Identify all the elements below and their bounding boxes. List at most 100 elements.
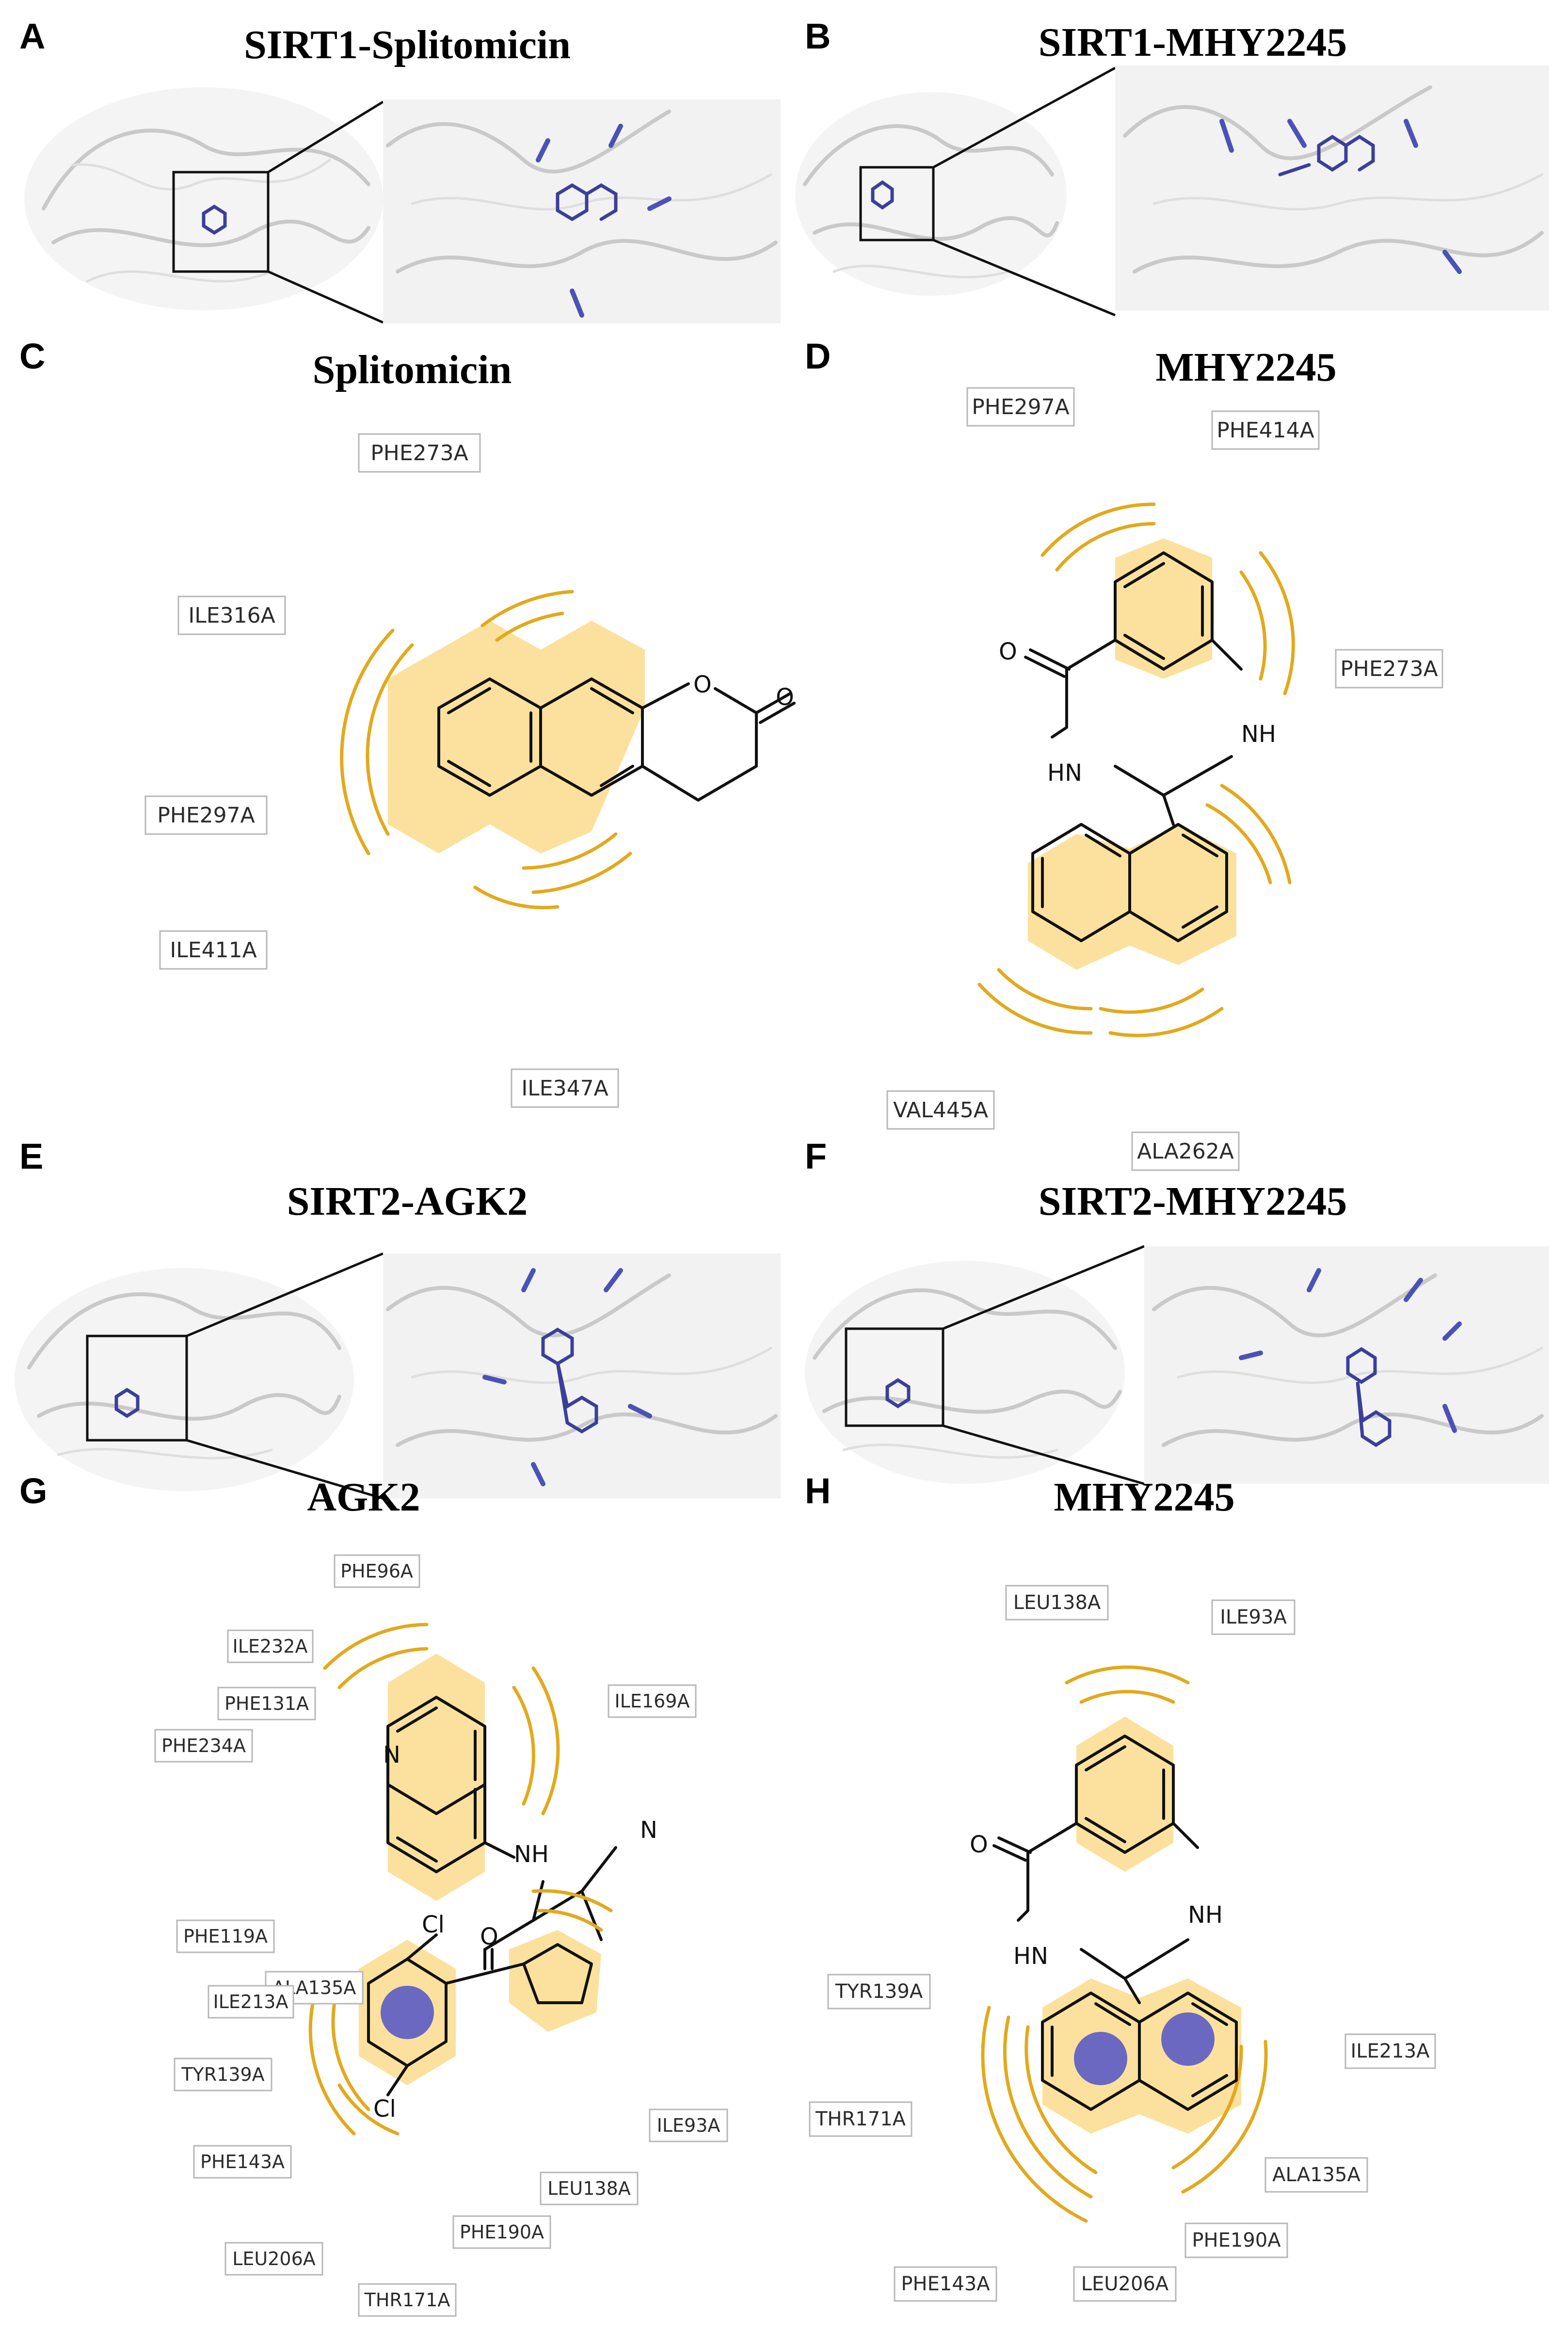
- residue-label-phe190a-h: PHE190A: [1184, 2222, 1288, 2258]
- svg-text:PHE143A: PHE143A: [200, 2151, 285, 2172]
- panel-title-c: Splitomicin: [313, 347, 512, 392]
- svg-text:PHE143A: PHE143A: [901, 2273, 990, 2295]
- panel-letter-b: B: [805, 16, 831, 56]
- svg-text:ILE93A: ILE93A: [657, 2115, 720, 2136]
- residue-label-val445a: VAL445A: [886, 1090, 995, 1130]
- panel-title-d: MHY2245: [1155, 345, 1336, 390]
- zoom-line-a-bottom: [267, 270, 384, 324]
- zoom-line-b-bottom: [933, 239, 1116, 317]
- svg-text:PHE297A: PHE297A: [157, 803, 255, 828]
- splitomicin-structure: O O: [340, 590, 796, 910]
- residue-label-leu138a-h: LEU138A: [1005, 1585, 1109, 1621]
- svg-text:ILE93A: ILE93A: [1220, 1606, 1287, 1628]
- svg-text:PHE119A: PHE119A: [183, 1926, 268, 1947]
- svg-text:ALA135A: ALA135A: [1272, 2164, 1360, 2186]
- residue-label-ile93a: ILE93A: [649, 2108, 728, 2142]
- residue-label-ile169a: ILE169A: [608, 1684, 697, 1718]
- panel-letter-f: F: [805, 1136, 827, 1176]
- svg-text:PHE234A: PHE234A: [161, 1735, 246, 1756]
- residue-label-phe96a: PHE96A: [334, 1554, 420, 1588]
- residue-label-leu206a-h: LEU206A: [1073, 2266, 1177, 2302]
- svg-text:PHE273A: PHE273A: [1340, 657, 1438, 681]
- svg-text:TYR139A: TYR139A: [835, 1980, 923, 2003]
- zoom-line-e-top: [186, 1252, 384, 1337]
- binding-site-zoom-a: [383, 99, 781, 323]
- svg-text:VAL445A: VAL445A: [893, 1098, 988, 1123]
- residue-label-ile232a: ILE232A: [227, 1629, 314, 1663]
- atom-o-amide: O: [480, 1923, 498, 1950]
- svg-text:PHE414A: PHE414A: [1216, 418, 1314, 443]
- panel-title-e: SIRT2-AGK2: [287, 1179, 528, 1224]
- zoom-line-e-bottom: [186, 1439, 384, 1500]
- atom-nh-amide: NH: [514, 1841, 549, 1868]
- svg-text:ILE213A: ILE213A: [1350, 2040, 1430, 2062]
- residue-label-ile347a: ILE347A: [511, 1068, 619, 1108]
- atom-cl-1: Cl: [422, 1911, 445, 1938]
- residue-label-ile93a-h: ILE93A: [1211, 1599, 1296, 1635]
- pi-stacking-marker-h-1: [1074, 2032, 1127, 2085]
- panel-letter-c: C: [19, 336, 45, 376]
- svg-text:ILE347A: ILE347A: [521, 1076, 608, 1101]
- panel-letter-e: E: [19, 1136, 43, 1176]
- panel-d: D MHY2245 O NH HN: [805, 336, 1443, 1171]
- svg-text:ILE213A: ILE213A: [213, 1991, 288, 2012]
- atom-hn-h: HN: [1013, 1943, 1048, 1970]
- zoom-line-f-bottom: [943, 1424, 1145, 1485]
- svg-text:ILE169A: ILE169A: [615, 1690, 690, 1712]
- svg-text:TYR139A: TYR139A: [181, 2064, 264, 2085]
- svg-text:PHE131A: PHE131A: [224, 1693, 309, 1714]
- sirt1-protein-overview-b: [795, 92, 1067, 296]
- residue-label-thr171a-h: THR171A: [809, 2101, 912, 2137]
- panel-c: C Splitomicin O O: [19, 336, 796, 1108]
- binding-site-zoom-f: [1144, 1246, 1549, 1484]
- svg-text:LEU138A: LEU138A: [547, 2178, 631, 2199]
- atom-o-h: O: [970, 1831, 988, 1858]
- svg-text:PHE96A: PHE96A: [340, 1560, 413, 1582]
- panel-e: E SIRT2-AGK2: [15, 1136, 781, 1500]
- svg-text:ALA262A: ALA262A: [1137, 1139, 1234, 1164]
- zoom-line-f-top: [943, 1245, 1145, 1330]
- zoom-box-a: [172, 171, 270, 273]
- sirt2-protein-overview-e: [15, 1268, 354, 1491]
- zoom-box-b: [859, 166, 935, 241]
- svg-text:THR171A: THR171A: [364, 2289, 450, 2311]
- residue-label-tyr139a: TYR139A: [174, 2058, 272, 2091]
- atom-n-quinoline: N: [383, 1741, 400, 1769]
- residue-label-phe414a: PHE414A: [1211, 410, 1320, 450]
- pi-stacking-marker-h-2: [1161, 2012, 1215, 2066]
- panel-h: H MHY2245 O NH HN: [805, 1471, 1436, 2302]
- mhy2245-structure-h: O NH HN: [970, 1665, 1268, 2223]
- panel-title-f: SIRT2-MHY2245: [1039, 1179, 1347, 1224]
- residue-label-phe297a: PHE297A: [144, 795, 268, 835]
- panel-letter-a: A: [19, 16, 45, 56]
- atom-nh-h: NH: [1188, 1901, 1223, 1929]
- panel-b: B SIRT1-MHY2245: [795, 16, 1549, 317]
- residue-label-tyr139a-h: TYR139A: [827, 1974, 931, 2010]
- atom-cl-2: Cl: [373, 2095, 396, 2123]
- svg-text:LEU206A: LEU206A: [1081, 2273, 1169, 2295]
- mhy2245-structure-d: O NH HN: [977, 502, 1295, 1037]
- residue-label-phe143a: PHE143A: [193, 2145, 292, 2179]
- svg-text:ILE411A: ILE411A: [170, 938, 256, 963]
- agk2-structure: N NH O N Cl Cl: [308, 1623, 657, 2136]
- atom-hn-d: HN: [1047, 759, 1082, 787]
- residue-label-leu206a: LEU206A: [224, 2242, 323, 2276]
- svg-text:LEU206A: LEU206A: [232, 2248, 316, 2269]
- panel-letter-h: H: [805, 1471, 831, 1511]
- svg-text:LEU138A: LEU138A: [1013, 1592, 1101, 1614]
- panel-a: A SIRT1-Splitomicin: [19, 16, 781, 324]
- zoom-box-f: [845, 1327, 944, 1427]
- residue-label-phe273a-d: PHE273A: [1335, 649, 1443, 689]
- residue-label-phe234a: PHE234A: [154, 1729, 253, 1763]
- residue-label-ile316a: ILE316A: [177, 595, 286, 635]
- zoom-line-b-top: [932, 66, 1116, 169]
- residue-label-ile213a-h: ILE213A: [1344, 2033, 1436, 2069]
- svg-text:PHE190A: PHE190A: [460, 2221, 544, 2243]
- svg-text:PHE273A: PHE273A: [370, 441, 468, 466]
- residue-label-ala135a-h: ALA135A: [1264, 2157, 1368, 2193]
- residue-label-leu138a: LEU138A: [540, 2171, 639, 2205]
- panel-letter-d: D: [805, 336, 831, 376]
- panel-title-b: SIRT1-MHY2245: [1039, 20, 1347, 65]
- panel-title-g: AGK2: [307, 1475, 420, 1520]
